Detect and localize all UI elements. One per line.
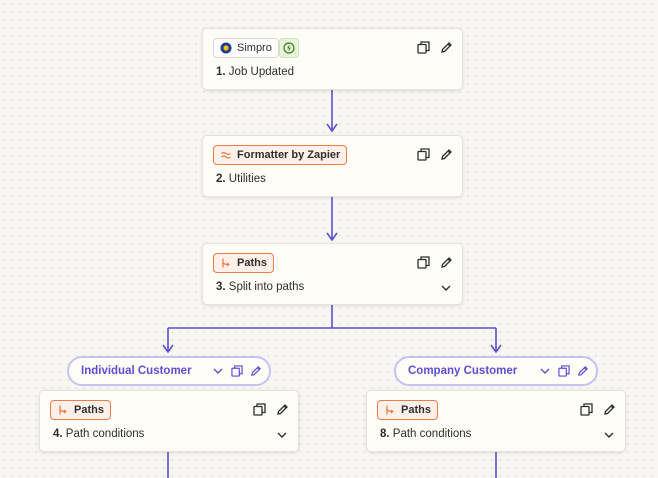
app-badge-formatter: Formatter by Zapier bbox=[213, 145, 348, 165]
app-name: Simpro bbox=[237, 42, 272, 54]
duplicate-icon[interactable] bbox=[416, 255, 430, 269]
path-name: Individual Customer bbox=[81, 365, 192, 377]
simpro-logo-icon bbox=[220, 42, 232, 54]
path-pill-company-customer[interactable]: Company Customer bbox=[394, 356, 598, 386]
pencil-icon[interactable] bbox=[602, 402, 616, 416]
formatter-icon bbox=[220, 149, 232, 161]
step-card-3[interactable]: Paths 3. Split into paths bbox=[202, 243, 463, 305]
arrowhead-2-3 bbox=[326, 232, 338, 242]
step-card-1[interactable]: Simpro 1. Job Updated bbox=[202, 28, 463, 90]
app-badge-paths: Paths bbox=[213, 253, 274, 273]
duplicate-icon[interactable] bbox=[579, 402, 593, 416]
path-pill-individual-customer[interactable]: Individual Customer bbox=[67, 356, 271, 386]
step-title: 3. Split into paths bbox=[216, 281, 305, 293]
app-name: Paths bbox=[237, 257, 267, 269]
chevron-down-icon[interactable] bbox=[276, 429, 288, 441]
step-title: 4. Path conditions bbox=[53, 428, 145, 440]
pencil-icon[interactable] bbox=[250, 365, 262, 377]
pencil-icon[interactable] bbox=[439, 147, 453, 161]
lightning-bolt-icon bbox=[279, 38, 299, 58]
path-name: Company Customer bbox=[408, 365, 518, 377]
app-badge-paths: Paths bbox=[377, 400, 438, 420]
duplicate-icon[interactable] bbox=[416, 147, 430, 161]
step-card-8[interactable]: Paths 8. Path conditions bbox=[366, 390, 626, 452]
app-name: Paths bbox=[74, 404, 104, 416]
app-name: Paths bbox=[401, 404, 431, 416]
step-title: 8. Path conditions bbox=[380, 428, 472, 440]
step-card-4[interactable]: Paths 4. Path conditions bbox=[39, 390, 299, 452]
chevron-down-icon[interactable] bbox=[212, 365, 224, 377]
app-name: Formatter by Zapier bbox=[237, 149, 341, 161]
duplicate-icon[interactable] bbox=[416, 40, 430, 54]
app-badge-simpro: Simpro bbox=[213, 38, 279, 58]
app-badge-paths: Paths bbox=[50, 400, 111, 420]
paths-icon bbox=[57, 404, 69, 416]
chevron-down-icon[interactable] bbox=[539, 365, 551, 377]
step-title: 1. Job Updated bbox=[216, 66, 295, 78]
paths-icon bbox=[384, 404, 396, 416]
step-card-2[interactable]: Formatter by Zapier 2. Utilities bbox=[202, 135, 463, 197]
duplicate-icon[interactable] bbox=[252, 402, 266, 416]
step-title: 2. Utilities bbox=[216, 173, 266, 185]
arrowhead-branch-left bbox=[162, 344, 174, 354]
duplicate-icon[interactable] bbox=[231, 365, 243, 377]
paths-icon bbox=[220, 257, 232, 269]
duplicate-icon[interactable] bbox=[558, 365, 570, 377]
pencil-icon[interactable] bbox=[577, 365, 589, 377]
chevron-down-icon[interactable] bbox=[603, 429, 615, 441]
pencil-icon[interactable] bbox=[275, 402, 289, 416]
chevron-down-icon[interactable] bbox=[440, 282, 452, 294]
pencil-icon[interactable] bbox=[439, 40, 453, 54]
arrowhead-branch-right bbox=[490, 344, 502, 354]
arrowhead-1-2 bbox=[326, 123, 338, 133]
pencil-icon[interactable] bbox=[439, 255, 453, 269]
